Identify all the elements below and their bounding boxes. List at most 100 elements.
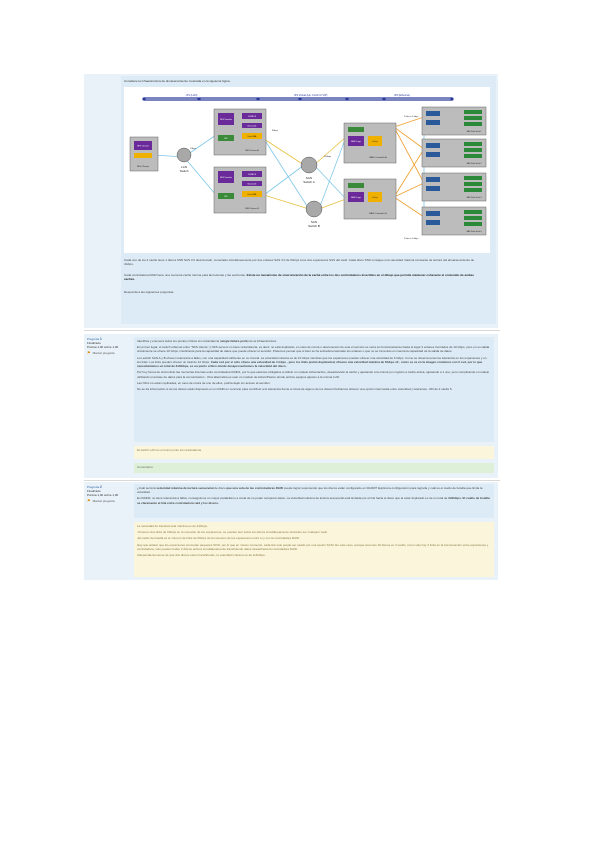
sanA-label2: Switch A [303,180,315,184]
disk-vault-2: SAS Disk Vault 2 [421,138,487,168]
question-state: Finalizado [87,489,101,494]
question-1-comment: Comentario: [134,463,494,473]
question-2-text: ¿Cuál sería la velocidad máxima de lectu… [137,486,483,495]
flag-label: Marcar pregunta [92,499,115,504]
feedback-line-1: La velocidad de transferencia máxima es … [137,524,208,528]
link8-label: 8Gbps [272,130,278,132]
vault1-label: SAS Disk Vault 1 [466,130,482,133]
ctrlA-raid: RAID Logic [351,140,361,143]
question-1: Pregunta 1 Finalizado Puntúa 1,00 sobre … [84,334,498,478]
info-paragraph-1: Cada uno de los 4 vaults tiene 1 discos … [124,258,475,267]
srvA-nic: NIC [224,138,228,140]
answer-1-paragraph-3: Por hoy forma de sincronizar las memoria… [137,370,490,379]
info-block: Considere la infraestructura de almacena… [84,74,498,328]
feedback-line-3: -El cuello de botella es el número de li… [137,536,300,541]
comment-label: Comentario: [137,465,154,469]
net1-label: IP1 (LAN) [186,93,198,97]
srvA-label: NFS Server A [245,149,259,152]
question-2: Pregunta 2 Finalizado Puntúa 1,00 sobre … [84,482,498,580]
nfs-client: NFS Cliente NFS Cliente [129,136,159,172]
info-intro: Considere la infraestructura de almacena… [124,79,231,83]
answer-1-paragraph-1: En primer lugar, el switch ethernet entr… [137,345,490,354]
question-1-content: Identifica y enumera todos los puntos cr… [134,337,494,442]
disk-vault-4: SAS Disk Vault 4 [421,206,487,236]
net3-label: IP2 (Ethernet) [394,93,410,97]
srvA-cpu: NFS Servidor [220,119,232,121]
feedback-line-5: Independientemente de qué dos discos est… [137,552,266,557]
sanA-label1: SAN [306,176,312,180]
network-bus-lines [144,97,452,101]
answer-2-paragraph: En RAID0, no tiene tolerancia a fallos, … [137,496,490,505]
lan-switch-label: Switch [180,169,189,173]
question-2-feedback: La velocidad de transferencia máxima es … [134,522,494,577]
feedback-text: El switch LAN es el único punto sin redu… [137,448,202,452]
question-number: Pregunta 1 [87,337,102,341]
question-1-info: Pregunta 1 Finalizado Puntúa 1,00 sobre … [87,337,127,355]
net2-label: IP4 Virtual (Hp. FLAK Ib VIP) [294,93,328,97]
raid-controller-b: RAID Logic Caché RAID Controller B [343,178,397,220]
answer-1-paragraph-2: Los switch SAN A y B ofrecen tolerancia … [137,355,487,369]
sanB-label1: SAN [311,220,317,224]
san-switch-b: SAN Switch B [305,200,323,228]
vault4-label: SAS Disk Vault 4 [466,230,482,233]
ctrlB-raid: RAID Logic [351,196,361,199]
link-lines [153,116,425,218]
raid-controller-a: RAID Logic Caché RAID Controller A [343,122,397,164]
srvA-ports: CBTA FS [248,115,257,118]
disk-vault-3: SAS Disk Vault 3 [421,172,487,202]
flag-icon: ⚑ [87,498,91,504]
disk-vault-1: SAS Disk Vault 1 [421,106,487,136]
srvB-cpu: NFS Servidor [220,177,232,179]
question-1-feedback: El switch LAN es el único punto sin redu… [134,446,494,459]
question-grade: Puntúa 1,00 sobre 1,00 [87,493,119,498]
answer-1-paragraph-4: Las NICs no están replicadas, en caso de… [137,380,271,385]
vault2-label: SAS Disk Vault 2 [466,162,482,165]
question-2-info: Pregunta 2 Finalizado Puntúa 1,00 sobre … [87,485,127,503]
flag-question-button[interactable]: ⚑ Marcar pregunta [87,498,127,504]
ctrlB-cache: Caché [372,197,379,199]
flag-label: Marcar pregunta [92,351,115,356]
question-grade: Puntúa 1,00 sobre 1,00 [87,345,119,350]
srvB-label: NFS Server B [245,207,259,210]
question-1-text: Identifica y enumera todos los puntos cr… [137,339,277,343]
srvA-hba: Dual HBA [248,135,257,138]
link1-label: 1Gbps [190,148,196,150]
client-label: NFS Cliente [137,165,150,168]
lan-switch: LAN Switch [176,147,192,173]
srvB-bus: Bus/cable [248,184,258,186]
info-content: Considere la infraestructura de almacena… [121,76,496,324]
nfs-server-b: NFS Servidor CBTA FS Bus/cable NIC Dual … [213,166,267,214]
san-switch-a: SAN Switch A [300,156,318,184]
link10-label: 10Gbps [324,156,331,158]
question-number: Pregunta 2 [87,485,102,489]
nfs-server-a: NFS Servidor CBTA FS Bus/cable NIC Dual … [213,108,267,156]
feedback-line-2: -Si tienen dos links de 6Gbps en la cone… [137,530,328,535]
flag-icon: ⚑ [87,350,91,356]
question-state: Finalizado [87,341,101,346]
separator [84,330,500,331]
srvA-bus: Bus/cable [248,126,258,128]
separator [84,480,500,481]
answer-1-paragraph-5: No se da información si de los discos es… [137,387,453,392]
srvB-ports: CBTA FS [248,173,257,176]
flag-question-button[interactable]: ⚑ Marcar pregunta [87,350,127,356]
diagram-svg: IP1 (LAN) IP4 Virtual (Hp. FLAK Ib VIP) … [129,93,487,240]
srvB-hba: Dual HBA [248,193,257,196]
srvB-nic: NIC [224,196,228,198]
lan-label: LAN [181,165,187,169]
client-cpu-label: NFS Cliente [137,145,150,148]
ctrlB-label: RAID Controller B [369,212,387,215]
ctrlA-cache: Caché [372,141,379,143]
link6-label-b: 2 links x 6 Gbps [404,238,418,240]
storage-infrastructure-diagram: IP1 (LAN) IP4 Virtual (Hp. FLAK Ib VIP) … [124,87,490,253]
link6-label: 2 links x 6 Gbps [404,116,418,118]
vault3-label: SAS Disk Vault 3 [466,196,482,199]
ctrlA-label: RAID Controller A [369,156,387,159]
feedback-line-4: Hay que aclarar que los expansores conmu… [137,542,489,551]
info-paragraph-2: Cada controladora RAID tiene una memoria… [124,273,474,282]
question-2-content: ¿Cuál sería la velocidad máxima de lectu… [134,484,494,518]
network-nodes [142,97,454,101]
info-paragraph-3: Responda a las siguientes preguntas. [124,290,175,294]
sanB-label2: Switch B [308,224,320,228]
